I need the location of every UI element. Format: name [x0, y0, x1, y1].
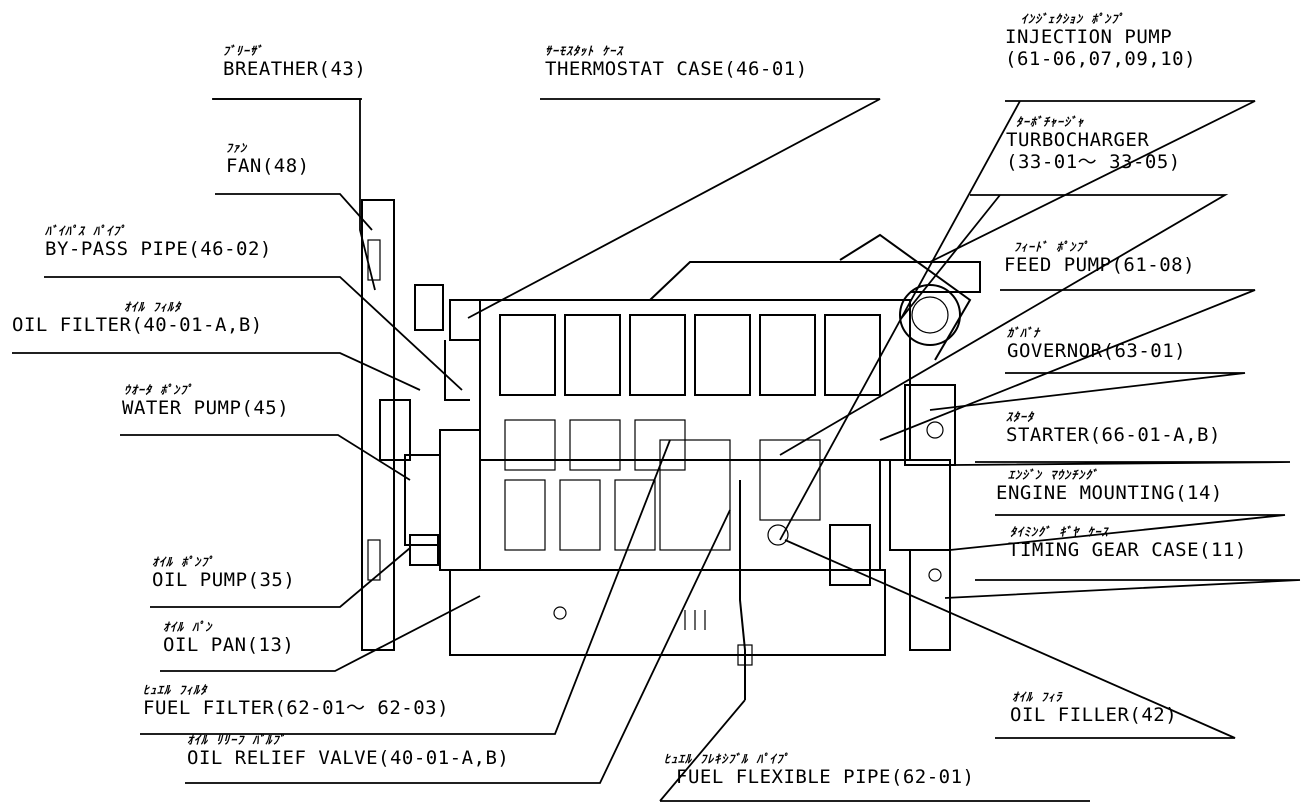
mounting-jp: ｴﾝｼﾞﾝ ﾏｳﾝﾁﾝｸﾞ	[1008, 468, 1099, 482]
label-injection: ｲﾝｼﾞｪｸｼｮﾝ ﾎﾟﾝﾌﾟ INJECTION PUMP (61-06,07…	[1005, 12, 1196, 70]
fuelfilter-jp: ﾋｭｴﾙ ﾌｨﾙﾀ	[143, 683, 208, 697]
reliefvalve-en: OIL RELIEF VALVE(40-01-A,B)	[187, 747, 510, 769]
waterpump-jp: ｳｵｰﾀ ﾎﾟﾝﾌﾟ	[124, 383, 194, 397]
fan-jp: ﾌｧﾝ	[226, 141, 248, 155]
flexpipe-jp: ﾋｭｴﾙ ﾌﾚｷｼﾌﾞﾙ ﾊﾟｲﾌﾟ	[664, 752, 790, 766]
oilfiller-jp: ｵｲﾙ ﾌｨﾗ	[1012, 690, 1063, 704]
flexible-pipe	[684, 480, 753, 700]
oilfilter-jp: ｵｲﾙ ﾌｨﾙﾀ	[124, 300, 182, 314]
label-oilfilter: ｵｲﾙ ﾌｨﾙﾀ OIL FILTER(40-01-A,B)	[12, 300, 263, 336]
label-waterpump: ｳｵｰﾀ ﾎﾟﾝﾌﾟ WATER PUMP(45)	[122, 383, 289, 419]
label-governor: ｶﾞﾊﾞﾅ GOVERNOR(63-01)	[1007, 326, 1186, 362]
label-bypass: ﾊﾞｲﾊﾟｽ ﾊﾟｲﾌﾟ BY-PASS PIPE(46-02)	[45, 224, 272, 260]
thermostat-jp: ｻｰﾓｽﾀｯﾄ ｹｰｽ	[545, 44, 624, 58]
timinggear-en: TIMING GEAR CASE(11)	[1008, 539, 1247, 561]
label-timinggear: ﾀｲﾐﾝｸﾞ ｷﾞﾔ ｹｰｽ TIMING GEAR CASE(11)	[1008, 525, 1247, 561]
oilpan-en: OIL PAN(13)	[163, 634, 295, 656]
label-oilfiller: ｵｲﾙ ﾌｨﾗ OIL FILLER(42)	[1010, 690, 1177, 726]
breather-thermostat	[414, 284, 481, 401]
label-fan: ﾌｧﾝ FAN(48)	[226, 141, 310, 177]
turbocharger-drawing	[649, 233, 981, 361]
label-oilpump: ｵｲﾙ ﾎﾟﾝﾌﾟ OIL PUMP(35)	[152, 555, 295, 591]
label-breather: ﾌﾞﾘｰｻﾞ BREATHER(43)	[223, 44, 366, 80]
bypass-jp: ﾊﾞｲﾊﾟｽ ﾊﾟｲﾌﾟ	[45, 224, 127, 238]
thermostat-en: THERMOSTAT CASE(46-01)	[545, 58, 808, 80]
timinggear-jp: ﾀｲﾐﾝｸﾞ ｷﾞﾔ ｹｰｽ	[1010, 525, 1109, 539]
breather-en: BREATHER(43)	[223, 58, 367, 80]
label-oilpan: ｵｲﾙ ﾊﾟﾝ OIL PAN(13)	[163, 620, 294, 656]
governor-jp: ｶﾞﾊﾞﾅ	[1007, 326, 1041, 340]
fan-en: FAN(48)	[226, 155, 310, 177]
label-reliefvalve: ｵｲﾙ ﾘﾘｰﾌ ﾊﾞﾙﾌﾞ OIL RELIEF VALVE(40-01-A,…	[187, 733, 509, 769]
injection-en: INJECTION PUMP	[1005, 26, 1173, 48]
turbo-en: TURBOCHARGER	[1006, 129, 1150, 151]
fan-blade	[361, 199, 395, 651]
label-fuelfilter: ﾋｭｴﾙ ﾌｨﾙﾀ FUEL FILTER(62-01～ 62-03)	[143, 683, 449, 719]
oilfiller-en: OIL FILLER(42)	[1010, 704, 1178, 726]
feedpump-jp: ﾌｨｰﾄﾞ ﾎﾟﾝﾌﾟ	[1014, 240, 1090, 254]
label-feedpump: ﾌｨｰﾄﾞ ﾎﾟﾝﾌﾟ FEED PUMP(61-08)	[1004, 240, 1195, 276]
turbo-en2: (33-01～ 33-05)	[1006, 151, 1181, 173]
feedpump-en: FEED PUMP(61-08)	[1004, 254, 1196, 276]
oilpump-jp: ｵｲﾙ ﾎﾟﾝﾌﾟ	[152, 555, 215, 569]
starter-jp: ｽﾀｰﾀ	[1006, 410, 1035, 424]
label-flexpipe: ﾋｭｴﾙ ﾌﾚｷｼﾌﾞﾙ ﾊﾟｲﾌﾟ FUEL FLEXIBLE PIPE(62…	[664, 752, 974, 788]
oilpump-en: OIL PUMP(35)	[152, 569, 296, 591]
leader-lines	[12, 98, 1301, 802]
mounting-en: ENGINE MOUNTING(14)	[996, 482, 1223, 504]
label-mounting: ｴﾝｼﾞﾝ ﾏｳﾝﾁﾝｸﾞ ENGINE MOUNTING(14)	[996, 468, 1223, 504]
rear-components	[829, 384, 956, 651]
fuelfilter-en: FUEL FILTER(62-01～ 62-03)	[143, 697, 450, 719]
label-turbo: ﾀｰﾎﾞﾁｬｰｼﾞｬ TURBOCHARGER (33-01～ 33-05)	[1006, 115, 1181, 173]
injection-en2: (61-06,07,09,10)	[1005, 48, 1197, 70]
label-starter: ｽﾀｰﾀ STARTER(66-01-A,B)	[1006, 410, 1221, 446]
reliefvalve-jp: ｵｲﾙ ﾘﾘｰﾌ ﾊﾞﾙﾌﾞ	[187, 733, 286, 747]
label-thermostat: ｻｰﾓｽﾀｯﾄ ｹｰｽ THERMOSTAT CASE(46-01)	[545, 44, 808, 80]
injection-jp: ｲﾝｼﾞｪｸｼｮﾝ ﾎﾟﾝﾌﾟ	[1021, 12, 1125, 26]
flexpipe-en: FUEL FLEXIBLE PIPE(62-01)	[676, 766, 975, 788]
governor-en: GOVERNOR(63-01)	[1007, 340, 1187, 362]
breather-jp: ﾌﾞﾘｰｻﾞ	[223, 44, 264, 58]
oilpan-jp: ｵｲﾙ ﾊﾟﾝ	[163, 620, 213, 634]
waterpump-en: WATER PUMP(45)	[122, 397, 290, 419]
starter-en: STARTER(66-01-A,B)	[1006, 424, 1221, 446]
bypass-en: BY-PASS PIPE(46-02)	[45, 238, 272, 260]
engine-block	[449, 299, 911, 656]
oilfilter-en: OIL FILTER(40-01-A,B)	[12, 314, 263, 336]
turbo-jp: ﾀｰﾎﾞﾁｬｰｼﾞｬ	[1016, 115, 1085, 129]
